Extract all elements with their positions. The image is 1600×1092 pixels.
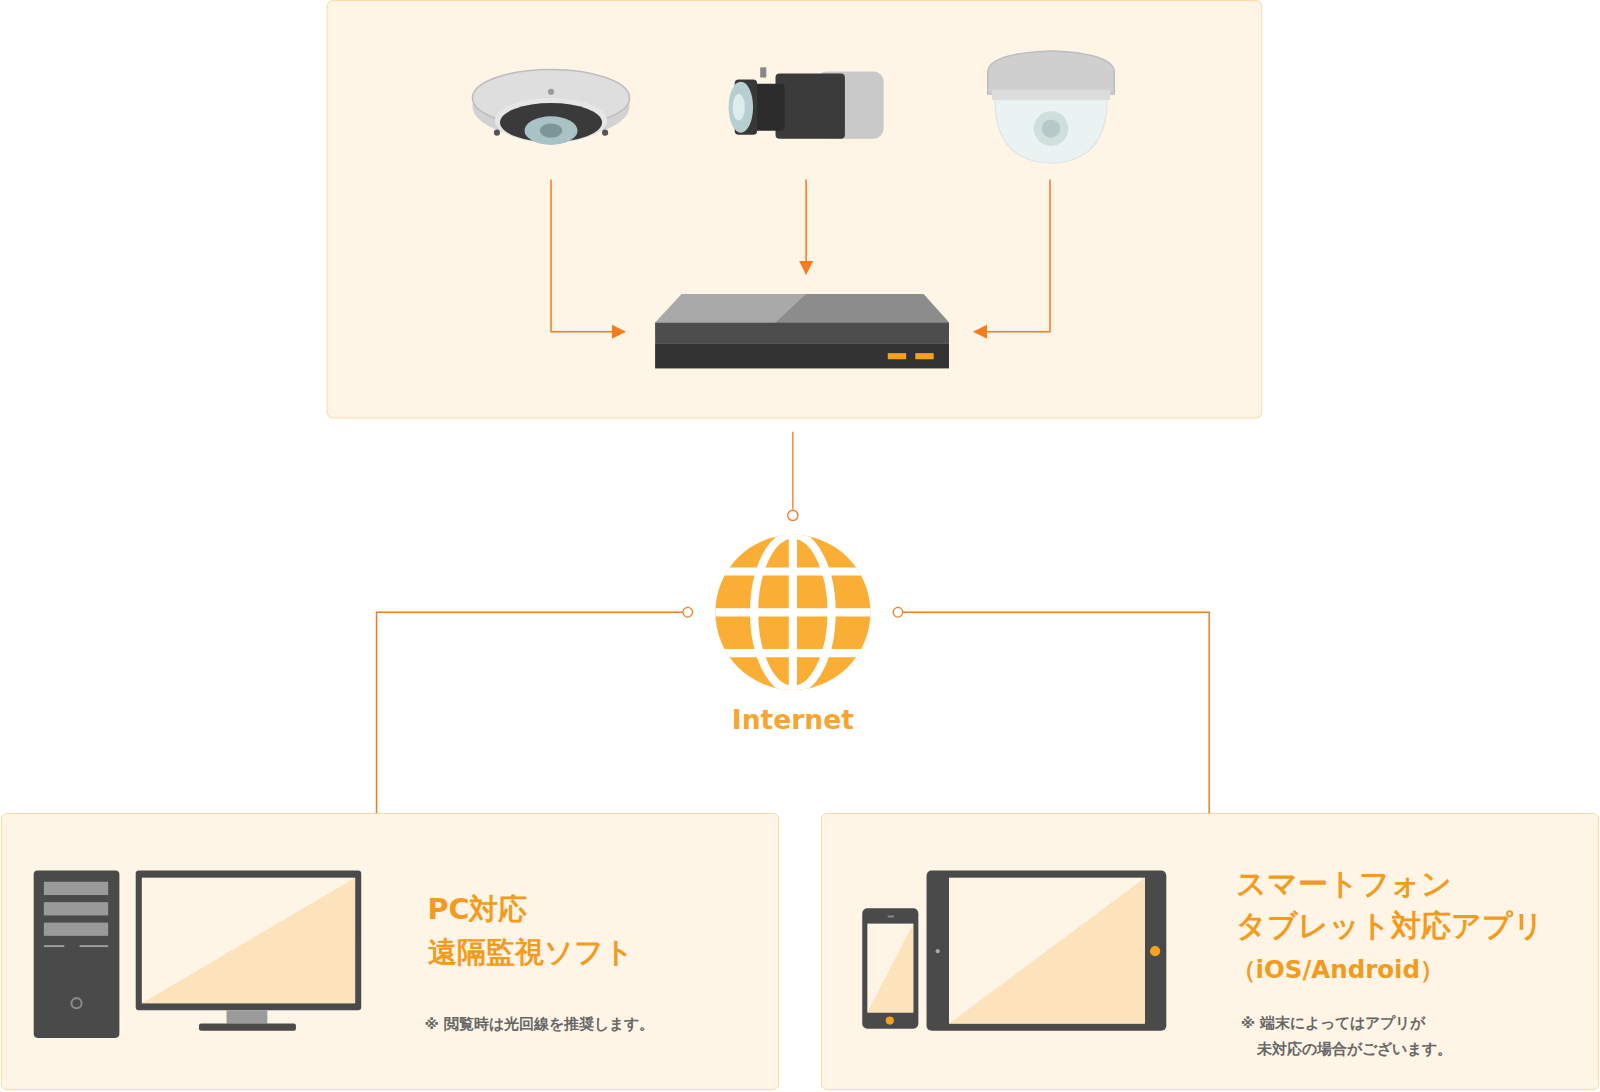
fisheye-camera: [472, 69, 629, 145]
dome-camera-part: [1034, 111, 1069, 146]
box-camera-part: [750, 84, 785, 131]
pc-illustration-part: [44, 945, 64, 947]
box-camera-part: [760, 67, 766, 77]
recorder-part: [655, 294, 949, 323]
box-heading: スマートフォン タブレット対応アプリ: [1236, 863, 1573, 947]
recorder-part: [776, 294, 949, 323]
globe-icon-part-part: [704, 649, 883, 657]
mobile-illustration-part: [1150, 946, 1160, 956]
recorder-to-internet-line-part: [792, 432, 793, 510]
camera-area: [327, 1, 1262, 418]
app-box: スマートフォン タブレット対応アプリ （iOS/Android） ※ 端末によっては…: [821, 813, 1599, 1090]
mobile-illustration-part: [867, 924, 913, 1013]
recorder-part: [655, 344, 949, 368]
globe-icon: [704, 531, 883, 694]
globe-icon-part-part: [789, 531, 797, 694]
box-camera-part: [776, 73, 845, 138]
box-note: ※ 閲覧時は光回線を推奨します。: [424, 1014, 761, 1034]
pc-illustration-part: [80, 945, 109, 947]
dome-camera-part: [988, 51, 1115, 94]
fisheye-camera-part: [548, 89, 554, 95]
mobile-illustration-part: [867, 924, 913, 1013]
fisheye-camera-part: [494, 130, 500, 136]
globe-icon-part-part: [754, 535, 832, 690]
box-subheading: （iOS/Android）: [1232, 955, 1497, 986]
recorder-part: [655, 322, 949, 343]
pc-illustration-part: [227, 1010, 268, 1023]
mobile-illustration-part: [888, 915, 894, 917]
camera-arrows-part: [974, 180, 1050, 332]
box-heading: PC対応 遠隔監視ソフト: [428, 888, 663, 974]
fisheye-camera-part: [540, 123, 562, 137]
pc-illustration-part: [142, 878, 355, 1004]
globe-icon-part-part: [704, 608, 883, 616]
globe-icon-part: [704, 531, 883, 694]
software-box: PC対応 遠隔監視ソフト ※ 閲覧時は光回線を推奨します。: [1, 813, 779, 1090]
camera-arrows: [551, 180, 1050, 332]
camera-arrows-part: [551, 180, 624, 332]
box-camera-part: [733, 94, 745, 121]
camera-area-box: [327, 1, 1262, 418]
pc-illustration-part: [136, 871, 362, 1011]
mobile-illustration-part: [927, 871, 1167, 1031]
fisheye-camera-part: [524, 116, 577, 145]
fisheye-camera-part: [472, 73, 629, 138]
pc-illustration-part: [199, 1024, 296, 1031]
globe-icon-part-part: [704, 567, 883, 575]
mobile-illustration-part: [936, 949, 940, 953]
pc-illustration-part: [44, 902, 108, 915]
pc-illustration-part: [44, 923, 108, 936]
recorder-part: [915, 353, 933, 359]
box-note: ※ 端末によってはアプリが 未対応の場合がございます。: [1241, 1010, 1506, 1061]
internet-node: Internet: [688, 515, 898, 745]
globe-icon-part: [715, 535, 870, 690]
recorder-part: [888, 353, 906, 359]
mobile-illustration-part: [949, 878, 1145, 1024]
mobile-illustration: [862, 871, 1166, 1031]
mobile-illustration-part: [949, 878, 1145, 1024]
pc-illustration-part: [142, 878, 355, 1004]
recorder-to-internet-line: [788, 432, 798, 521]
dome-camera-part: [1042, 119, 1060, 137]
dome-camera-part: [995, 100, 1107, 163]
fisheye-camera-part: [472, 69, 629, 126]
fisheye-camera-part: [602, 130, 608, 136]
recorder: [655, 294, 949, 369]
fisheye-camera-part: [500, 103, 602, 142]
mobile-illustration-part: [886, 1016, 894, 1024]
box-camera-part: [816, 71, 883, 138]
pc-illustration-part: [44, 882, 108, 895]
dome-camera-part: [992, 90, 1110, 100]
mobile-illustration-part: [862, 908, 918, 1028]
pc-illustration-part: [71, 998, 81, 1008]
camera-arrows-part: [805, 180, 807, 274]
network-connector: [377, 612, 688, 813]
box-camera-part: [735, 80, 757, 135]
pc-illustration: [34, 871, 362, 1038]
box-camera-part: [729, 82, 753, 133]
network-connector: [898, 612, 1209, 813]
pc-illustration-part: [34, 871, 120, 1038]
recorder-to-internet-line-part: [788, 510, 798, 520]
dome-camera: [988, 51, 1115, 163]
box-camera: [729, 67, 884, 138]
fisheye-camera-part: [495, 98, 607, 143]
node-label: Internet: [688, 703, 898, 738]
